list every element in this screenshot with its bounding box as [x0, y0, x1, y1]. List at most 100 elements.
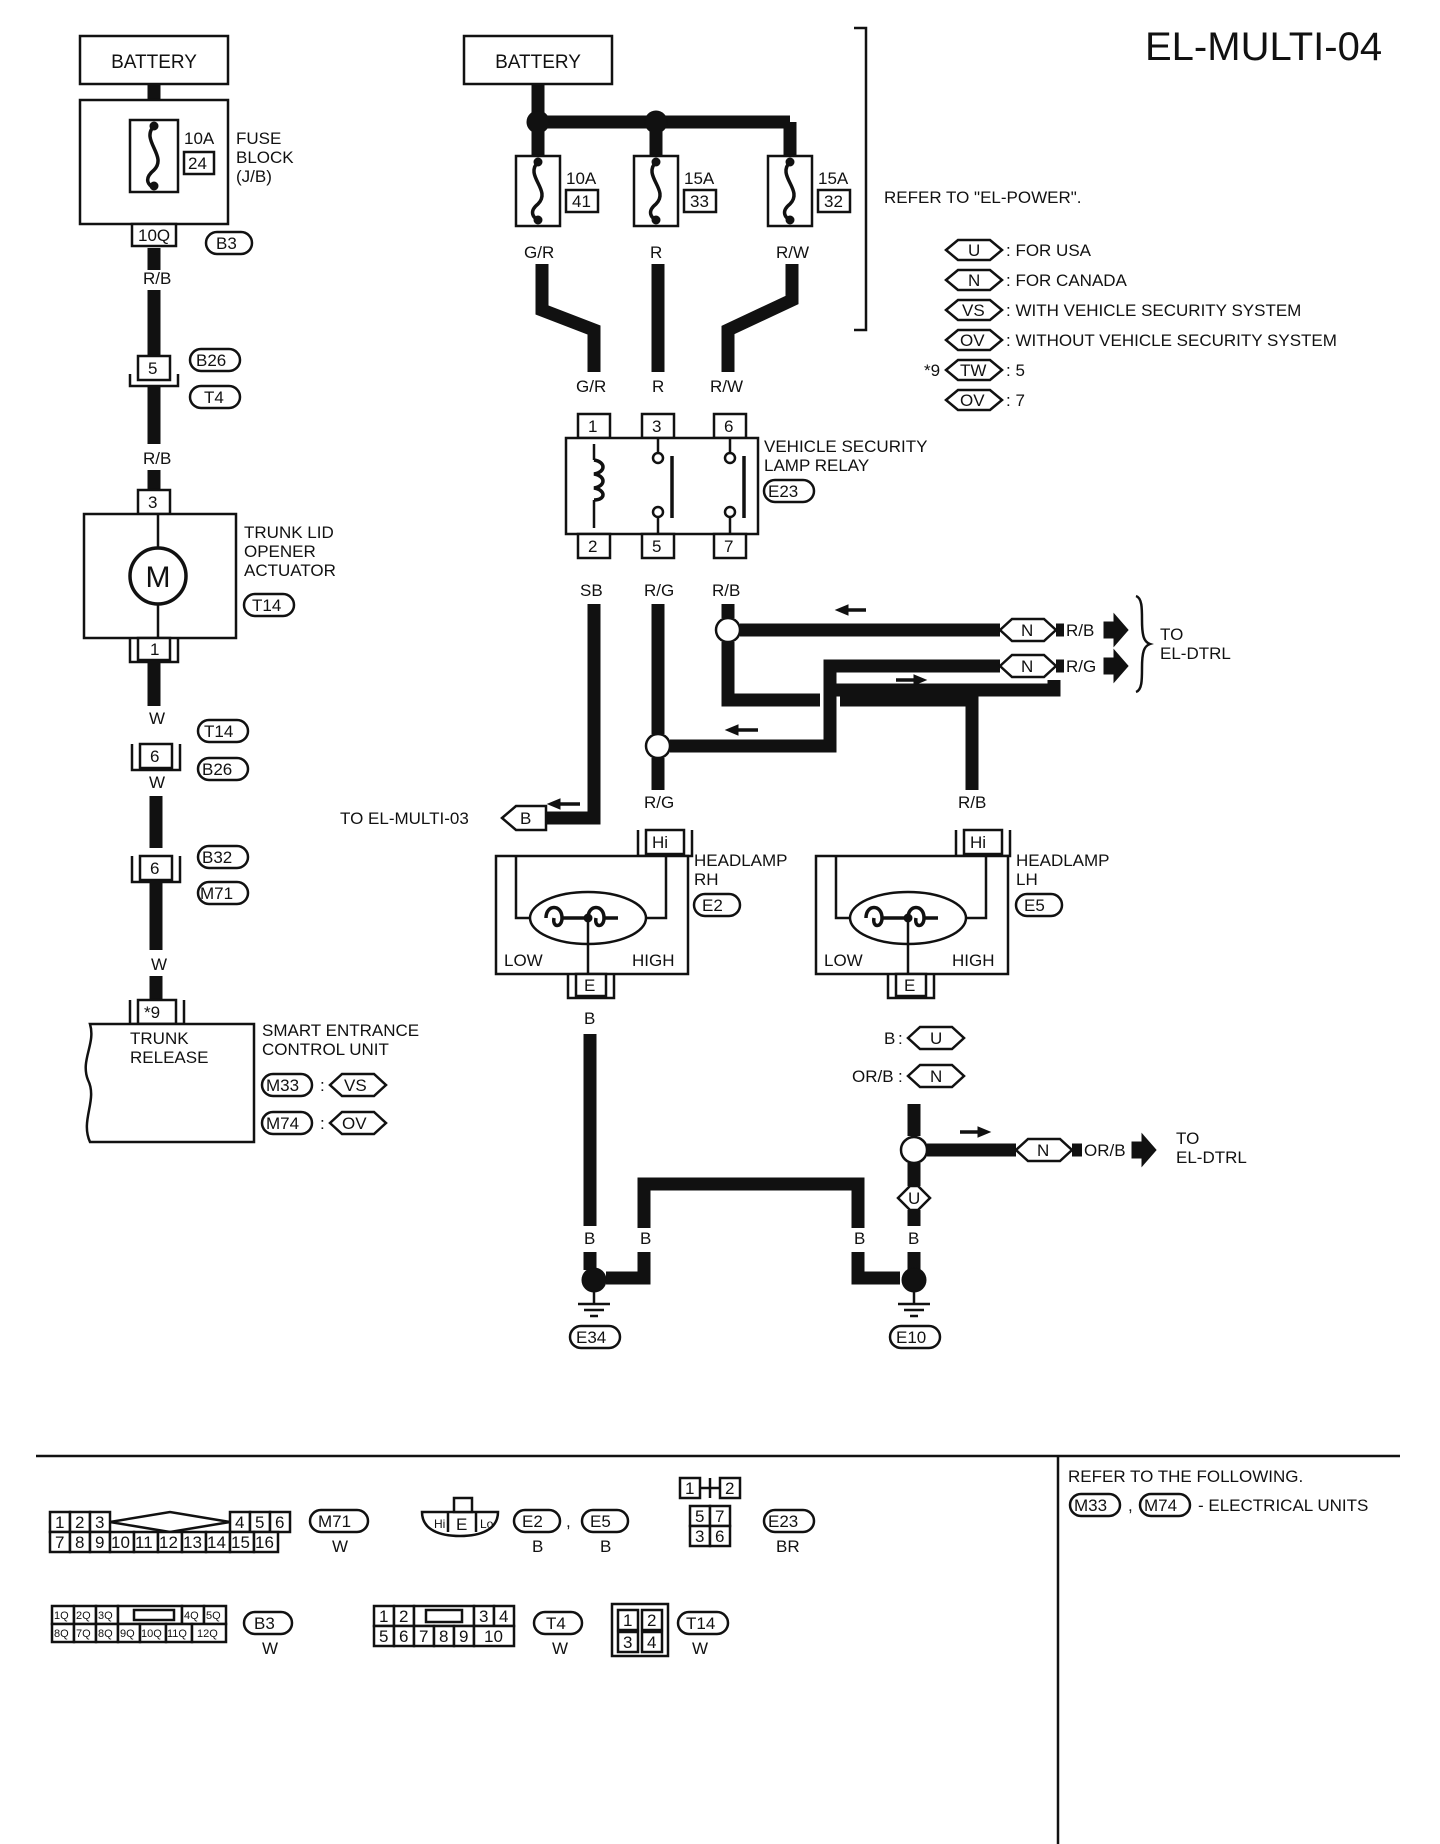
hl-rh-label-2: RH [694, 870, 719, 889]
svg-text:3: 3 [479, 1607, 488, 1626]
fuse-33-rating: 15A [684, 169, 715, 188]
footer-m71-color: W [332, 1537, 348, 1556]
svg-text:1Q: 1Q [54, 1610, 69, 1622]
svg-text::: : [898, 1067, 903, 1086]
fuse-41-rating: 10A [566, 169, 597, 188]
conn-t14-b: T14 [204, 722, 233, 741]
relay-label-1: VEHICLE SECURITY [764, 437, 927, 456]
headlamp-rh-box [494, 854, 690, 976]
svg-text:8Q: 8Q [98, 1628, 113, 1640]
conn-b3: B3 [216, 234, 237, 253]
svg-text:E: E [456, 1515, 467, 1534]
conn-b26: B26 [196, 351, 226, 370]
actuator-label-2: OPENER [244, 542, 316, 561]
conn-b26-b: B26 [202, 760, 232, 779]
svg-text:10Q: 10Q [141, 1628, 162, 1640]
connector-m71: 1 2 3 4 5 6 7 8 9 10 11 12 13 14 15 16 M… [48, 1508, 370, 1556]
footer-e2-color: B [532, 1537, 543, 1556]
footer-m71-id: M71 [318, 1512, 351, 1531]
relay-pin-7: 7 [724, 537, 733, 556]
conn-6b: 6 [150, 859, 159, 878]
sec-unit-box [84, 1022, 256, 1144]
motor-label: M [146, 561, 171, 594]
refer-m74: M74 [1144, 1496, 1177, 1515]
footer-b3-id: B3 [254, 1614, 275, 1633]
fuse-33-number: 33 [690, 192, 709, 211]
footer-t14-id: T14 [686, 1614, 715, 1633]
tag-b: B [520, 809, 531, 828]
svg-text:1: 1 [379, 1607, 388, 1626]
headlamp-lh-box [814, 854, 1010, 976]
conn-1: 1 [150, 640, 159, 659]
footer-b3-color: W [262, 1639, 278, 1658]
svg-text:1: 1 [55, 1513, 64, 1532]
footer-e23-color: BR [776, 1537, 800, 1556]
svg-text:4: 4 [647, 1633, 656, 1652]
wire-r-fuse: R [650, 243, 662, 262]
legend-text-u: : FOR USA [1006, 241, 1092, 260]
connector-e2-e5: Hi E Lo E2 , E5 B B [420, 1496, 630, 1556]
refer-electrical-units: - ELECTRICAL UNITS [1198, 1496, 1368, 1515]
connector-t14: 1 2 3 4 T14 W [610, 1602, 730, 1658]
relay-pin-3: 3 [652, 417, 661, 436]
hl-rh-e: E [584, 976, 595, 995]
legend-text-tw: : 5 [1006, 361, 1025, 380]
wire-w-3: W [151, 955, 167, 974]
legend-text-n: : FOR CANADA [1006, 271, 1128, 290]
svg-text:2: 2 [399, 1607, 408, 1626]
wire-orb-out: OR/B [1084, 1141, 1126, 1160]
sec-label-2: CONTROL UNIT [262, 1040, 389, 1059]
relay-pin-1: 1 [588, 417, 597, 436]
legend-code-ov: OV [960, 331, 985, 350]
battery-box-right [462, 34, 614, 86]
ground-e34: E34 [576, 1328, 606, 1347]
svg-text:Hi: Hi [434, 1517, 445, 1531]
ground-wire-4: B [908, 1229, 919, 1248]
svg-text:4Q: 4Q [184, 1610, 199, 1622]
svg-text:8: 8 [75, 1533, 84, 1552]
legend: U : FOR USA N : FOR CANADA VS : WITH VEH… [924, 238, 1337, 412]
sec-label-1: SMART ENTRANCE [262, 1021, 419, 1040]
hl-lh-label-1: HEADLAMP [1016, 851, 1110, 870]
svg-text:6: 6 [399, 1627, 408, 1646]
connector-t4: 1 2 3 4 5 6 7 8 9 10 T4 W [372, 1604, 584, 1658]
legend-code-tw: TW [960, 361, 986, 380]
tag-n-rg: N [1021, 657, 1033, 676]
conn-t14: T14 [252, 596, 281, 615]
refer-following: REFER TO THE FOLLOWING. [1068, 1467, 1303, 1486]
wire-rg-relay: R/G [644, 581, 674, 600]
hl-rh-low: LOW [504, 951, 543, 970]
tag-u-1: U [930, 1029, 942, 1048]
footer: REFER TO THE FOLLOWING. M33 , M74 - ELEC… [36, 1454, 1400, 1844]
svg-text:5Q: 5Q [206, 1610, 221, 1622]
fuse-41-number: 41 [572, 192, 591, 211]
svg-text:9Q: 9Q [120, 1628, 135, 1640]
svg-text:8Q: 8Q [54, 1628, 69, 1640]
tag-n-1: N [930, 1067, 942, 1086]
svg-text:3: 3 [623, 1633, 632, 1652]
svg-text:11: 11 [135, 1533, 153, 1552]
svg-text:,: , [1128, 1496, 1133, 1515]
svg-text:10: 10 [484, 1627, 503, 1646]
conn-b32: B32 [202, 848, 232, 867]
svg-text:4: 4 [499, 1607, 508, 1626]
wire-orb-label: OR/B [852, 1067, 894, 1086]
refer-m33: M33 [1074, 1496, 1107, 1515]
hl-rh-label-1: HEADLAMP [694, 851, 788, 870]
relay-pin-6: 6 [724, 417, 733, 436]
svg-text:6: 6 [275, 1513, 284, 1532]
fuse-block-label-3: (J/B) [236, 167, 272, 186]
svg-text:9: 9 [459, 1627, 468, 1646]
svg-text:12: 12 [159, 1533, 178, 1552]
svg-text:3: 3 [695, 1527, 704, 1546]
tag-vs: VS [344, 1076, 367, 1095]
to-el-dtrl-2-line2: EL-DTRL [1176, 1148, 1247, 1167]
hl-lh-e: E [904, 976, 915, 995]
battery-box-left [78, 34, 230, 86]
ground-wire-1: B [584, 1229, 595, 1248]
to-el-dtrl-2-line1: TO [1176, 1129, 1199, 1148]
svg-text:3Q: 3Q [98, 1610, 113, 1622]
fuse-block-label-1: FUSE [236, 129, 281, 148]
wire-rb-1: R/B [143, 269, 171, 288]
